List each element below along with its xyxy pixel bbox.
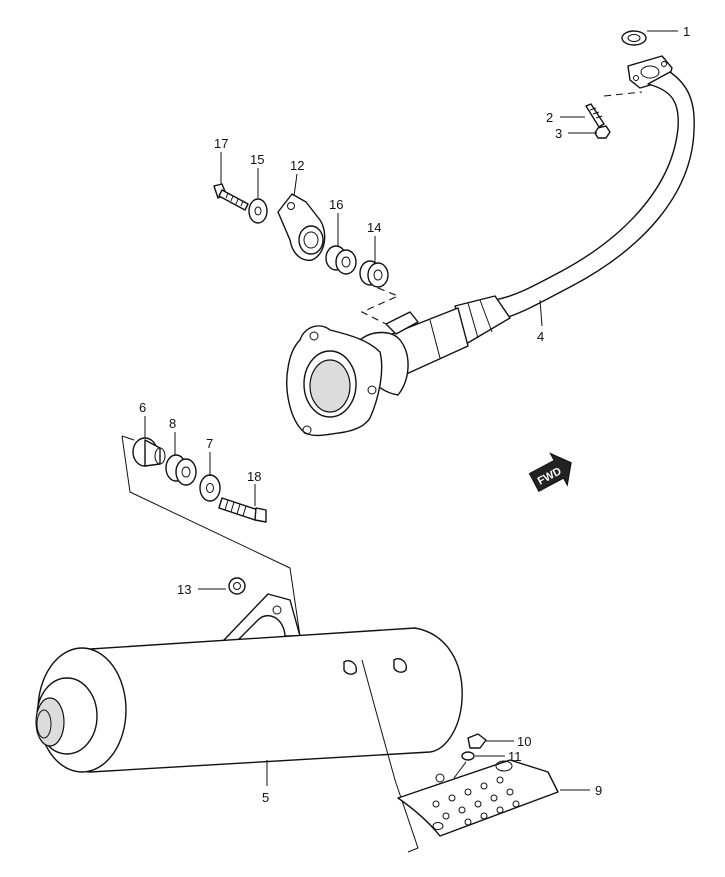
part-2-stud-bolt	[585, 103, 605, 128]
callout-12: 12	[290, 158, 304, 173]
part-8-grommet	[165, 454, 197, 486]
part-14-collar	[359, 260, 389, 288]
part-7-washer	[199, 474, 221, 502]
part-6-collar	[132, 437, 166, 467]
part-10-bolt	[467, 733, 487, 749]
callout-4: 4	[537, 329, 544, 344]
callout-18: 18	[247, 469, 261, 484]
part-4-exhaust-pipe	[286, 55, 695, 437]
part-17-bolt	[213, 183, 249, 211]
part-5-muffler	[35, 593, 463, 773]
part-1-gasket	[621, 30, 647, 46]
fwd-arrow-badge: FWD	[528, 452, 572, 492]
callout-6: 6	[139, 400, 146, 415]
part-16-grommet	[325, 245, 357, 275]
callout-10: 10	[517, 734, 531, 749]
callout-16: 16	[329, 197, 343, 212]
part-11-washer	[461, 751, 475, 761]
callout-7: 7	[206, 436, 213, 451]
callout-13: 13	[177, 582, 191, 597]
part-12-bracket	[277, 193, 326, 261]
part-18-bolt	[218, 497, 267, 523]
callout-1: 1	[683, 24, 690, 39]
callout-8: 8	[169, 416, 176, 431]
callout-5: 5	[262, 790, 269, 805]
part-13-nut	[228, 577, 246, 595]
part-3-nut	[594, 125, 611, 139]
callout-14: 14	[367, 220, 381, 235]
callout-15: 15	[250, 152, 264, 167]
callout-3: 3	[555, 126, 562, 141]
callout-17: 17	[214, 136, 228, 151]
callout-9: 9	[595, 783, 602, 798]
part-15-washer	[248, 198, 268, 224]
callout-2: 2	[546, 110, 553, 125]
part-9-heat-shield	[397, 759, 559, 837]
heat-shield-holes	[432, 760, 520, 830]
